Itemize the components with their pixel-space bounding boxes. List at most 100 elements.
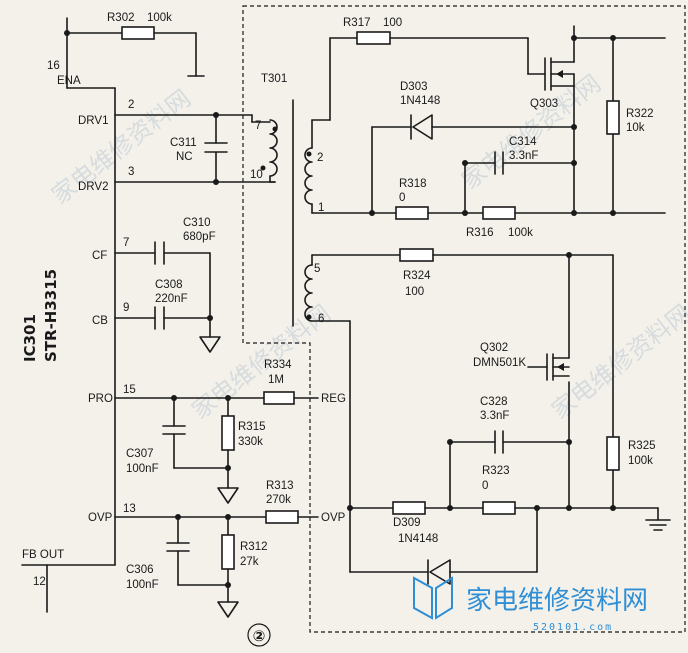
r322-value: 10k bbox=[626, 122, 645, 134]
pin-name-ena: ENA bbox=[57, 75, 81, 87]
r317-value: 100 bbox=[383, 17, 402, 29]
r322 bbox=[606, 100, 620, 135]
d303-ref: D303 bbox=[400, 81, 428, 93]
pin-name-cf: CF bbox=[92, 250, 107, 262]
t301-pin1: 1 bbox=[318, 202, 324, 214]
r334-value: 1M bbox=[268, 374, 284, 386]
c307-value: 100nF bbox=[126, 463, 159, 475]
circle-marker: ② bbox=[253, 627, 266, 645]
c311-ref: C311 bbox=[170, 137, 197, 149]
r302-ref: R302 bbox=[107, 12, 135, 24]
c306-ref: C306 bbox=[126, 564, 154, 576]
r315-ref: R315 bbox=[238, 421, 266, 433]
logo-url: 520101.com bbox=[533, 622, 613, 633]
pin-num-3: 3 bbox=[128, 166, 134, 178]
r325-value: 0 bbox=[482, 480, 488, 492]
c311-value: NC bbox=[176, 151, 193, 163]
r329 bbox=[606, 436, 620, 471]
r312 bbox=[221, 534, 235, 570]
pin-name-cb: CB bbox=[92, 315, 108, 327]
ic-part: STR-H3315 bbox=[42, 269, 60, 362]
c314-ref: C314 bbox=[509, 136, 537, 148]
ovp-left-net: OVP R313 270k R312 27k C306 100nF bbox=[114, 480, 346, 618]
cf-cb-net: C310 680pF C308 220nF bbox=[114, 217, 221, 353]
r316-value: 100k bbox=[508, 227, 533, 239]
t301-pin2: 2 bbox=[317, 152, 323, 164]
watermark: 家电维修资料网 家电维修资料网 家电维修资料网 家电维修资料网 bbox=[46, 69, 688, 424]
ic301: IC301 STR-H3315 ENA DRV1 DRV2 CF CB PRO … bbox=[21, 60, 136, 588]
svg-text:家电维修资料网: 家电维修资料网 bbox=[546, 299, 688, 424]
r312-value: 27k bbox=[240, 556, 259, 568]
t301-pin7: 7 bbox=[255, 120, 261, 132]
c306-value: 100nF bbox=[126, 579, 159, 591]
c310-value: 680pF bbox=[183, 231, 216, 243]
pin-name-drv1: DRV1 bbox=[78, 115, 108, 127]
c328-value: 3.3nF bbox=[480, 410, 509, 422]
r323 bbox=[392, 501, 426, 515]
r325-ref: R323 bbox=[482, 465, 510, 477]
r316 bbox=[482, 206, 516, 220]
r334-ref: R334 bbox=[264, 359, 292, 371]
svg-text:家电维修资料网: 家电维修资料网 bbox=[456, 69, 606, 194]
r329-value: 100k bbox=[628, 455, 653, 467]
r323-ref: D309 bbox=[393, 517, 421, 529]
r313-value: 270k bbox=[266, 494, 291, 506]
t301-pin6: 6 bbox=[318, 313, 324, 325]
pin-num-7: 7 bbox=[123, 237, 129, 249]
r302 bbox=[121, 26, 155, 40]
pin-num-15: 15 bbox=[123, 384, 136, 396]
lower-secondary: R324 100 Q302 DMN501K R325 100k C328 3.3… bbox=[347, 248, 671, 585]
d303-value: 1N4148 bbox=[400, 95, 440, 107]
c308-ref: C308 bbox=[155, 279, 183, 291]
c307-ref: C307 bbox=[126, 448, 154, 460]
r334 bbox=[263, 391, 295, 405]
r315-value: 330k bbox=[238, 436, 263, 448]
r317-ref: R317 bbox=[343, 17, 371, 29]
r324-ref: R324 bbox=[403, 270, 431, 282]
r318 bbox=[395, 206, 429, 220]
r302-value: 100k bbox=[147, 12, 172, 24]
pin-name-fbout: FB OUT bbox=[22, 549, 64, 561]
t301: T301 7 10 2 1 5 6 bbox=[250, 37, 401, 509]
pin-num-16: 16 bbox=[47, 60, 60, 72]
q302-value: DMN501K bbox=[473, 357, 526, 369]
t301-pin10: 10 bbox=[250, 169, 263, 181]
c328-ref: C328 bbox=[480, 396, 508, 408]
r323-value: 1N4148 bbox=[398, 533, 438, 545]
drv-net: C311 NC bbox=[114, 112, 276, 185]
r324 bbox=[399, 248, 434, 262]
r313 bbox=[265, 510, 299, 524]
pro-net: REG R334 1M R315 330k C307 100nF bbox=[114, 359, 346, 504]
t301-ref: T301 bbox=[261, 73, 287, 85]
isolation-boundary bbox=[242, 5, 686, 633]
upper-secondary: R317 100 Q303 R322 10k D303 1N4148 bbox=[329, 17, 666, 239]
pin-name-pro: PRO bbox=[88, 393, 113, 405]
c310-ref: C310 bbox=[183, 217, 211, 229]
site-logo: 家电维修资料网 520101.com bbox=[413, 576, 648, 633]
q302-ref: Q302 bbox=[480, 342, 508, 354]
q303-ref: Q303 bbox=[530, 98, 558, 110]
t301-pin5: 5 bbox=[314, 263, 320, 275]
ovp-label-left: OVP bbox=[321, 512, 346, 524]
r313-ref: R313 bbox=[266, 480, 294, 492]
reg-label: REG bbox=[321, 393, 346, 405]
r312-ref: R312 bbox=[240, 541, 268, 553]
ena-net: R302 100k bbox=[64, 12, 205, 89]
pin-num-2: 2 bbox=[128, 99, 134, 111]
pin-num-9: 9 bbox=[123, 302, 129, 314]
r322-ref: R322 bbox=[626, 108, 654, 120]
r316-ref: R316 bbox=[466, 227, 494, 239]
r329-ref: R325 bbox=[628, 440, 656, 452]
c314-value: 3.3nF bbox=[509, 150, 538, 162]
pin-num-12: 12 bbox=[33, 576, 46, 588]
r318-value: 0 bbox=[399, 192, 405, 204]
r315 bbox=[221, 415, 235, 451]
ic-ref: IC301 bbox=[21, 314, 39, 362]
logo-text: 家电维修资料网 bbox=[466, 586, 648, 616]
r318-ref: R318 bbox=[399, 178, 427, 190]
r325 bbox=[482, 501, 516, 515]
pin-name-drv2: DRV2 bbox=[78, 181, 108, 193]
pin-name-ovp: OVP bbox=[88, 512, 113, 524]
pin-num-13: 13 bbox=[123, 503, 136, 515]
